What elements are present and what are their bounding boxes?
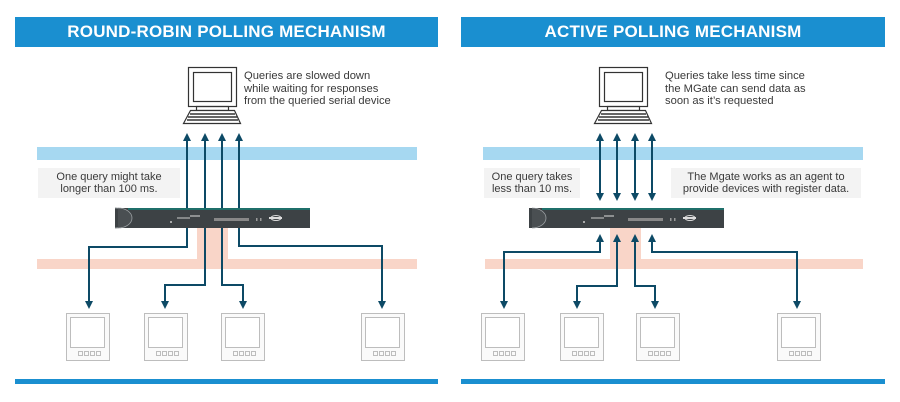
- bottom-bar: [15, 379, 438, 384]
- note-line: provide devices with register data.: [682, 183, 850, 195]
- caption-line: Queries are slowed down: [244, 70, 371, 82]
- caption-line: from the queried serial device: [244, 95, 391, 107]
- note-line: One query might take: [56, 170, 162, 183]
- serial-device-icon: [636, 313, 680, 361]
- data-route-2: [573, 234, 621, 309]
- upstream-band: [483, 147, 863, 160]
- latency-note: One query might take longer than 100 ms.: [38, 168, 180, 198]
- response-route-2: [161, 228, 206, 309]
- response-route-4: [238, 228, 386, 309]
- serial-device-icon: [481, 313, 525, 361]
- serial-device-icon: [560, 313, 604, 361]
- round-robin-panel: ROUND-ROBIN POLLING MECHANISM: [15, 17, 438, 384]
- active-polling-diagram: [481, 66, 863, 361]
- serial-devices: [481, 313, 821, 361]
- data-route-1: [500, 234, 604, 309]
- response-route-3: [221, 228, 247, 309]
- mgate-gateway-icon: [529, 207, 724, 229]
- panel-title: ROUND-ROBIN POLLING MECHANISM: [15, 17, 438, 47]
- caption-line: while waiting for responses: [244, 82, 379, 95]
- mgate-gateway-icon: [114, 207, 310, 229]
- computer-caption: Queries are slowed down while waiting fo…: [244, 70, 391, 108]
- bottom-bar: [461, 379, 885, 384]
- agent-note: The Mgate works as an agent to provide d…: [671, 168, 861, 198]
- note-line: The Mgate works as an agent to: [687, 170, 845, 183]
- caption-line: Queries take less time since: [665, 70, 805, 82]
- serial-devices: [66, 313, 405, 361]
- upstream-band: [37, 147, 417, 160]
- downstream-arrows: [85, 228, 386, 309]
- caption-line: the MGate can send data as: [665, 82, 806, 95]
- downstream-band: [485, 259, 863, 269]
- upstream-arrows: [596, 133, 656, 201]
- serial-device-icon: [361, 313, 405, 361]
- serial-device-icon: [144, 313, 188, 361]
- serial-device-icon: [777, 313, 821, 361]
- computer-caption: Queries take less time since the MGate c…: [665, 70, 806, 108]
- computer-icon: [593, 66, 653, 125]
- panel-title: ACTIVE POLLING MECHANISM: [461, 17, 885, 47]
- caption-line: soon as it’s requested: [665, 95, 774, 107]
- downstream-band-stem: [197, 227, 228, 269]
- response-route-1: [85, 228, 188, 309]
- round-robin-diagram: [37, 66, 417, 361]
- upstream-arrows: [183, 133, 243, 208]
- note-line: less than 10 ms.: [491, 183, 573, 195]
- serial-device-icon: [221, 313, 265, 361]
- downstream-band-stem: [610, 227, 641, 269]
- latency-note: One query takes less than 10 ms.: [484, 168, 580, 198]
- active-polling-panel: ACTIVE POLLING MECHANISM: [447, 0, 900, 402]
- downstream-arrows: [500, 234, 801, 309]
- computer-icon: [182, 66, 242, 125]
- serial-device-icon: [66, 313, 110, 361]
- note-line: One query takes: [491, 170, 573, 183]
- note-line: longer than 100 ms.: [60, 183, 158, 195]
- data-route-4: [648, 234, 801, 309]
